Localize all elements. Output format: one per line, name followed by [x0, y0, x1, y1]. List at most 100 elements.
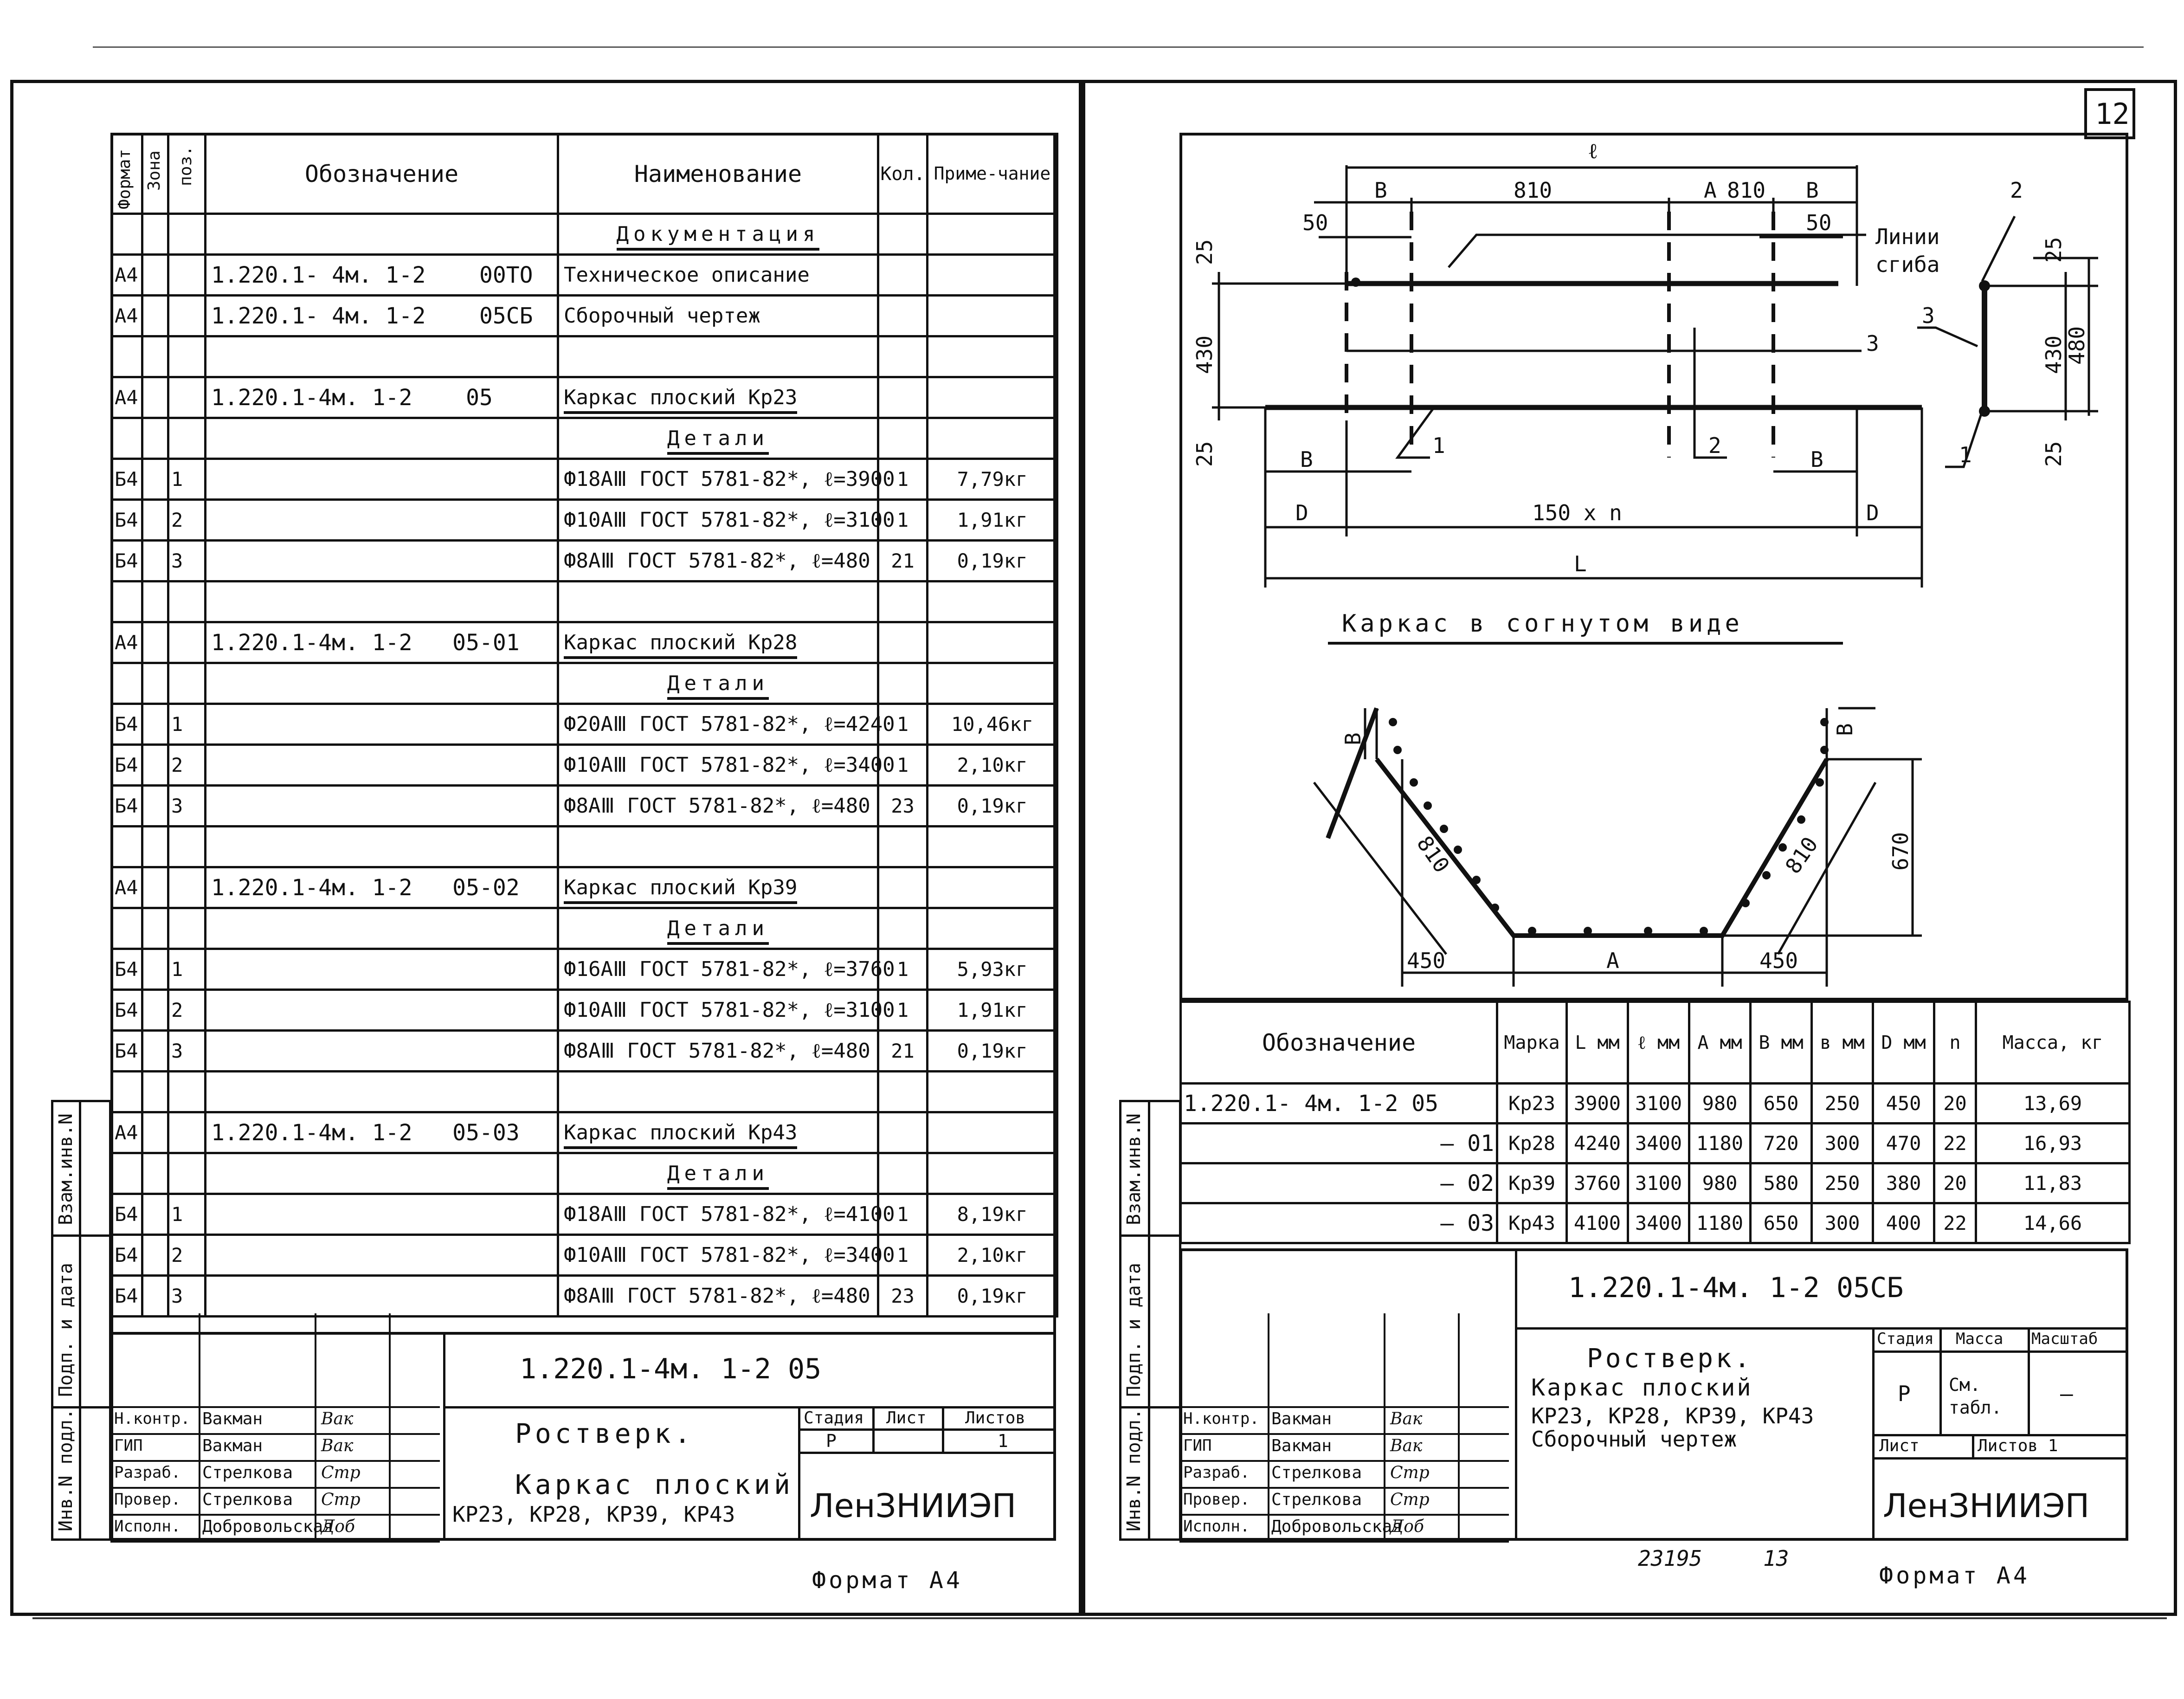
- spec-cell-qty: [877, 866, 928, 909]
- spec-cell-format: А4: [110, 294, 143, 337]
- spec-cell-qty: [877, 1111, 928, 1154]
- spec-name-text: Ф10АⅢ ГОСТ 5781-82*, ℓ=3100: [564, 998, 895, 1022]
- left-tb-stage-row: [798, 1428, 1056, 1431]
- dim-label-d1: D: [1295, 500, 1308, 525]
- marks-header-cell: В мм: [1749, 1001, 1813, 1085]
- spec-cell-pos: [167, 621, 206, 664]
- spec-cell-format: Б4: [110, 948, 143, 991]
- spec-name-text: Ф10АⅢ ГОСТ 5781-82*, ℓ=3400: [564, 1243, 895, 1267]
- marks-cell: 22: [1933, 1202, 1977, 1244]
- spec-cell-name: Детали: [557, 907, 879, 950]
- spec-name-text: Детали: [667, 1162, 769, 1190]
- spec-cell-pos: [167, 1111, 206, 1154]
- tb-person-role: Н.контр.: [114, 1409, 190, 1428]
- marks-cell: — 03: [1179, 1202, 1498, 1244]
- spec-cell-note: [926, 621, 1058, 664]
- spec-cell-designation: [204, 1152, 559, 1195]
- spec-cell-format: А4: [110, 866, 143, 909]
- header-name: Наименование: [557, 133, 879, 215]
- spec-row: Документация: [110, 213, 1058, 256]
- spec-cell-qty: 1: [877, 498, 928, 542]
- callout-2-side: 2: [2010, 178, 2023, 203]
- dim-label-b3: В: [1300, 447, 1313, 472]
- flat-frame-drawing: ℓ В 810 А 810 В 50 50 Линии сгиба 2 3 3 …: [1192, 138, 2098, 987]
- spec-cell-qty: [877, 580, 928, 623]
- right-tb-vline-5: [1972, 1434, 1974, 1457]
- marks-header-cell: Марка: [1496, 1001, 1568, 1085]
- spec-cell-note: [926, 580, 1058, 623]
- spec-cell-note: [926, 907, 1058, 950]
- header-note: Приме-чание: [926, 133, 1058, 215]
- spec-cell-designation: [204, 1193, 559, 1236]
- left-tb-code: 1.220.1-4м. 1-2 05: [520, 1353, 822, 1385]
- spec-cell-name: Ф10АⅢ ГОСТ 5781-82*, ℓ=3100: [557, 498, 895, 542]
- side-label-430: 430: [2041, 336, 2066, 374]
- marks-cell: Кр28: [1496, 1122, 1568, 1164]
- right-tb-title4: Сборочный чертеж: [1531, 1427, 1737, 1452]
- tb-person-sign: Стр: [321, 1490, 361, 1509]
- people-hline: [110, 1460, 440, 1462]
- right-side-label-inv: Инв.N подл.: [1123, 1408, 1145, 1531]
- dim-label-d2: D: [1866, 500, 1879, 525]
- right-tb-title1: Ростверк.: [1587, 1344, 1753, 1374]
- spec-name-text: Ф16АⅢ ГОСТ 5781-82*, ℓ=3760: [564, 957, 895, 981]
- tb-person-sign: Вак: [1390, 1409, 1423, 1428]
- spec-cell-note: 8,19кг: [926, 1193, 1058, 1236]
- marks-cell: 22: [1933, 1122, 1977, 1164]
- people-hline: [110, 1514, 440, 1516]
- label-lines: Линии: [1875, 224, 1939, 249]
- people-vline: [110, 1313, 112, 1541]
- side-label-25a: 25: [2041, 237, 2066, 263]
- marks-header-cell: n: [1933, 1001, 1977, 1085]
- left-tb-org: ЛенЗНИИЭП: [810, 1487, 1017, 1525]
- callout-3-side: 3: [1922, 303, 1935, 328]
- left-tb-title2: Каркас плоский: [515, 1469, 794, 1500]
- spec-cell-note: 7,79кг: [926, 458, 1058, 501]
- spec-cell-format: [110, 825, 143, 868]
- marks-cell: 20: [1933, 1162, 1977, 1204]
- spec-cell-format: Б4: [110, 988, 143, 1032]
- marks-cell: 720: [1749, 1122, 1813, 1164]
- leader-1: [1395, 406, 1436, 459]
- spec-cell-zone: [141, 253, 169, 297]
- spec-cell-zone: [141, 498, 169, 542]
- people-hline: [1179, 1487, 1509, 1489]
- left-tb-vline-3: [872, 1406, 875, 1453]
- spec-cell-qty: [877, 1152, 928, 1195]
- tb-person-sign: Доб: [1390, 1517, 1424, 1536]
- spec-cell-format: [110, 1152, 143, 1195]
- bent-label-450r: 450: [1759, 948, 1798, 973]
- spec-cell-note: 2,10кг: [926, 743, 1058, 787]
- spec-cell-note: 0,19кг: [926, 539, 1058, 582]
- spec-cell-designation: [204, 580, 559, 623]
- leader-bend: [1448, 233, 1866, 268]
- spec-cell-note: 1,91кг: [926, 498, 1058, 542]
- marks-cell: 450: [1872, 1082, 1935, 1124]
- left-tb-vline-4: [942, 1406, 944, 1453]
- marks-cell: 250: [1810, 1082, 1874, 1124]
- spec-cell-zone: [141, 417, 169, 460]
- spec-cell-pos: [167, 662, 206, 705]
- right-side-label-vzam: Взам.инв.N: [1123, 1113, 1145, 1225]
- spec-name-text: Детали: [667, 672, 769, 700]
- spec-cell-format: Б4: [110, 784, 143, 827]
- spec-name-text: Каркас плоский Кр39: [564, 876, 798, 904]
- left-tb-sheets-label: Листов: [965, 1408, 1026, 1428]
- people-hline: [1179, 1406, 1509, 1408]
- left-tb-stage-row2: [798, 1452, 1056, 1454]
- spec-cell-format: [110, 335, 143, 378]
- marks-cell: Кр39: [1496, 1162, 1568, 1204]
- left-side-divider-1: [79, 1100, 81, 1541]
- marks-cell: 3400: [1627, 1122, 1690, 1164]
- spec-cell-pos: [167, 213, 206, 256]
- spec-cell-zone: [141, 907, 169, 950]
- dim-label-25b: 25: [1192, 441, 1217, 467]
- people-hline: [1179, 1514, 1509, 1516]
- marks-cell: 14,66: [1975, 1202, 2131, 1244]
- spec-cell-designation: 1.220.1-4м. 1-2 05-01: [204, 621, 559, 664]
